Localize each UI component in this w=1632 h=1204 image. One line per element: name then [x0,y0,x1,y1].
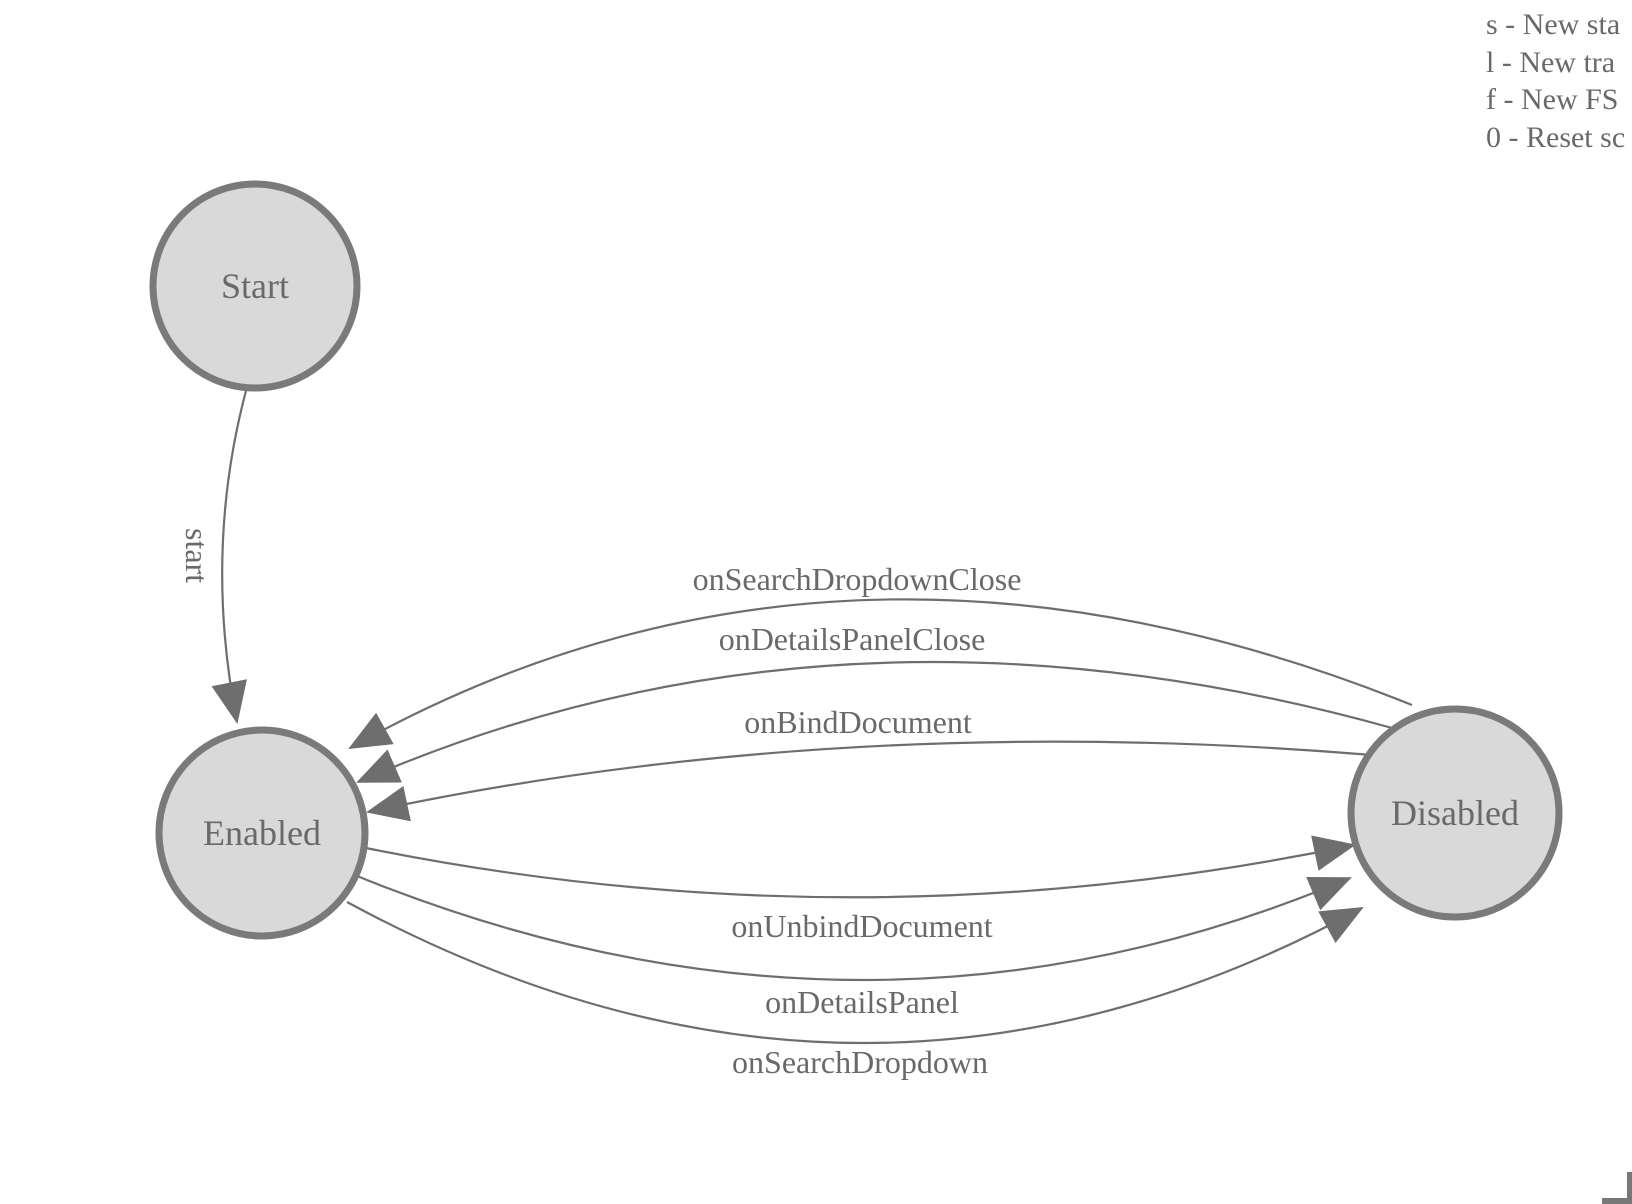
transition-path-onSearchDropdown[interactable] [346,901,1364,1045]
corner-mark-vertical-bar [1627,1172,1632,1204]
transition-path-onDetailsPanel[interactable] [356,874,1352,982]
transition-label-onSearchDropdown: onSearchDropdown [732,1044,988,1080]
transition-label-start: start [179,528,215,583]
state-label-start: Start [221,266,289,306]
transition-label-onBindDocument: onBindDocument [744,704,972,740]
transition-label-onDetailsPanel: onDetailsPanel [765,984,959,1020]
shortcut-legend: s - New sta l - New tra f - New FS 0 - R… [1486,6,1625,156]
state-circle-enabled[interactable] [155,726,369,940]
state-label-enabled: Enabled [203,813,321,853]
transition-path-onDetailsPanelClose[interactable] [356,660,1393,784]
legend-item-new-fsm: f - New FS [1486,83,1619,116]
transition-label-onUnbindDocument: onUnbindDocument [731,908,992,944]
legend-item-new-transition: l - New tra [1486,45,1616,79]
transition-path-onUnbindDocument[interactable] [365,835,1356,899]
corner-mark-horizontal-bar [1602,1198,1632,1204]
transition-path-start[interactable] [211,386,249,724]
transitions-layer [211,386,1413,1045]
legend-item-new-state: s - New sta [1486,8,1621,41]
transition-labels-layer: start onSearchDropdownClose onDetailsPanel… [179,528,1021,1080]
transition-label-onDetailsPanelClose: onDetailsPanelClose [719,621,986,657]
state-label-disabled: Disabled [1391,793,1519,833]
state-circle-start[interactable] [149,180,361,392]
transition-path-onSearchDropdownClose[interactable] [348,598,1413,749]
canvas-corner-mark [1602,1172,1632,1204]
transition-path-onBindDocument[interactable] [366,740,1373,822]
transition-label-onSearchDropdownClose: onSearchDropdownClose [693,561,1022,597]
state-circle-disabled[interactable] [1347,705,1563,921]
legend-item-reset: 0 - Reset sc [1486,120,1626,154]
